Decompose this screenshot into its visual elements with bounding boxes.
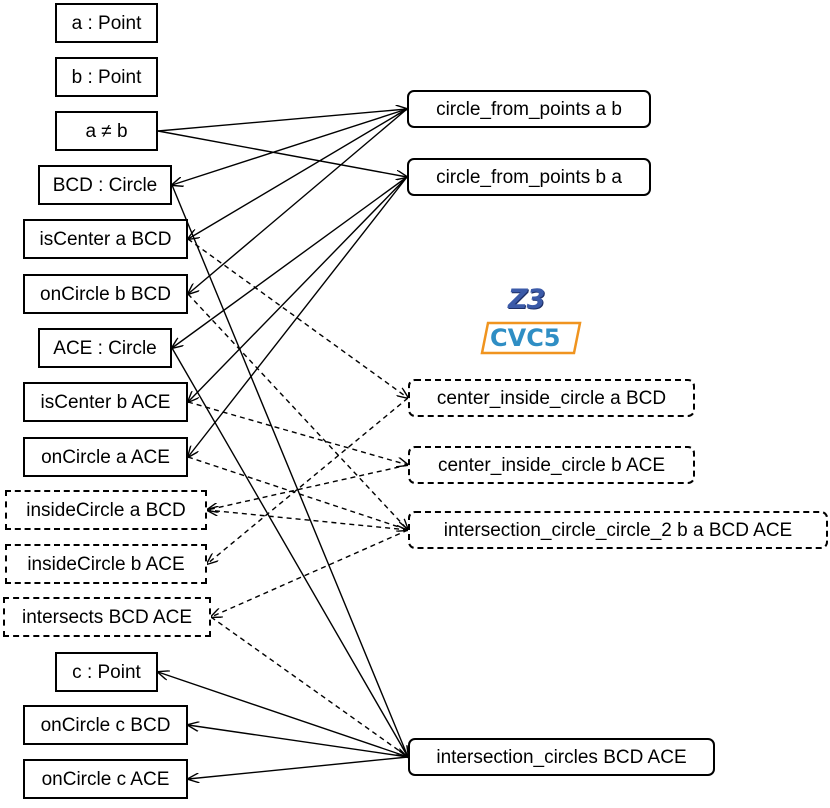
edge-circle-from-points-ab-to-oncircle-b-bcd	[188, 108, 408, 294]
node-oncircle-a-ace: onCircle a ACE	[23, 437, 188, 477]
edge-circle-from-points-ba-to-oncircle-a-ace	[188, 176, 408, 457]
node-insidecircle-a-bcd: insideCircle a BCD	[5, 490, 207, 530]
cvc5-bracket-icon	[480, 321, 582, 355]
edge-circle-from-points-ba-to-iscenter-b-ace	[188, 176, 408, 402]
edge-intersection-circle-circle-2-to-insidecircle-a-bcd	[207, 510, 409, 531]
edge-center-inside-circle-b-ace-to-insidecircle-a-bcd	[207, 464, 409, 510]
node-oncircle-c-ace: onCircle c ACE	[23, 759, 188, 799]
node-circle-from-points-b-a: circle_from_points b a	[407, 158, 651, 196]
node-iscenter-a-bcd: isCenter a BCD	[23, 219, 188, 259]
node-a-neq-b: a ≠ b	[55, 111, 158, 151]
cvc5-logo-text: CVC5	[490, 324, 561, 352]
node-oncircle-b-bcd: onCircle b BCD	[23, 274, 188, 314]
edge-circle-from-points-ab-to-iscenter-a-bcd	[188, 108, 408, 239]
node-circle-from-points-a-b: circle_from_points a b	[407, 90, 651, 128]
edge-circle-from-points-ab-to-bcd-circle	[172, 108, 408, 185]
edge-intersection-circles-to-oncircle-c-bcd	[188, 725, 409, 758]
node-intersection-circles: intersection_circles BCD ACE	[408, 738, 715, 776]
node-oncircle-c-bcd: onCircle c BCD	[23, 705, 188, 745]
edge-iscenter-a-bcd-to-center-inside-circle-a-bcd	[187, 238, 408, 398]
node-b-point: b : Point	[55, 57, 158, 97]
node-iscenter-b-ace: isCenter b ACE	[23, 382, 188, 422]
edge-oncircle-b-bcd-to-intersection-circle-circle-2	[187, 293, 408, 530]
solver-logos: Z3 CVC5	[478, 284, 588, 362]
node-insidecircle-b-ace: insideCircle b ACE	[5, 544, 207, 584]
node-intersection-circle-circle-2: intersection_circle_circle_2 b a BCD ACE	[408, 511, 828, 549]
node-a-point: a : Point	[55, 3, 158, 43]
edge-intersection-circles-to-oncircle-c-ace	[188, 756, 409, 779]
edge-a-neq-b-to-circle-from-points-ba	[157, 130, 407, 177]
node-intersects-bcd-ace: intersects BCD ACE	[3, 597, 211, 637]
node-center-inside-circle-b-ace: center_inside_circle b ACE	[408, 446, 695, 484]
node-c-point: c : Point	[55, 652, 158, 692]
z3-logo: Z3	[508, 284, 545, 315]
edge-intersection-circles-to-c-point	[158, 672, 409, 758]
edge-bcd-circle-to-intersection-circles	[171, 184, 408, 757]
edge-circle-from-points-ba-to-ace-circle	[172, 176, 408, 348]
node-center-inside-circle-a-bcd: center_inside_circle a BCD	[408, 379, 695, 417]
edge-ace-circle-to-intersection-circles	[171, 347, 408, 757]
edge-intersects-bcd-ace-to-intersection-circles	[210, 616, 408, 757]
edge-iscenter-b-ace-to-center-inside-circle-b-ace	[187, 401, 408, 465]
edge-intersection-circle-circle-2-to-intersects-bcd-ace	[211, 529, 409, 617]
node-bcd-circle: BCD : Circle	[38, 165, 172, 205]
edge-oncircle-a-ace-to-intersection-circle-circle-2	[187, 456, 408, 530]
cvc5-logo: CVC5	[480, 320, 582, 356]
node-ace-circle: ACE : Circle	[38, 328, 172, 368]
edge-center-inside-circle-a-bcd-to-insidecircle-b-ace	[207, 397, 409, 564]
edge-a-neq-b-to-circle-from-points-ab	[157, 109, 407, 132]
